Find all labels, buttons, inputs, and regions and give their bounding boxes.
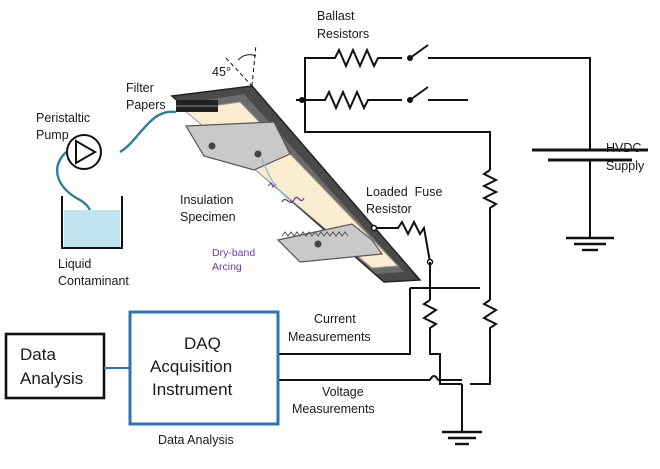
angle-label: 45°	[212, 65, 231, 79]
current-label-1: Current	[314, 312, 356, 326]
voltage-label-1: Voltage	[322, 385, 364, 399]
pump-label-1: Peristaltic	[36, 111, 90, 125]
data-analysis-box-label-1: Data	[20, 345, 56, 364]
specimen-label-1: Insulation	[180, 193, 234, 207]
current-label-2: Measurements	[288, 330, 371, 344]
filter-label-1: Filter	[126, 81, 154, 95]
angle-marker	[225, 43, 257, 87]
ballast-label-2: Resistors	[317, 27, 369, 41]
filter-label-2: Papers	[126, 98, 166, 112]
ballast-resistor-top	[304, 44, 591, 150]
specimen-label-2: Specimen	[180, 210, 236, 224]
liquid-container	[61, 196, 123, 249]
daq-caption: Data Analysis	[158, 433, 234, 447]
daq-label-1: DAQ	[184, 334, 221, 353]
fuse-label-1: Loaded Fuse	[366, 185, 442, 199]
data-analysis-box	[4, 332, 106, 400]
arcing-label-2: Arcing	[212, 261, 242, 273]
voltage-label-2: Measurements	[292, 402, 375, 416]
arcing-label-1: Dry-band	[212, 247, 255, 259]
series-resistor	[481, 169, 499, 300]
pump-label-2: Pump	[36, 128, 69, 142]
daq-label-2: Acquisition	[150, 357, 232, 376]
peristaltic-pump-icon	[66, 134, 102, 170]
ballast-label-1: Ballast	[317, 9, 355, 23]
hvdc-label-2: Supply	[606, 159, 645, 173]
liquid-label-2: Contaminant	[58, 274, 129, 288]
fuse-label-2: Resistor	[366, 202, 412, 216]
hvdc-supply-symbol	[532, 148, 648, 252]
measurement-network	[278, 287, 498, 446]
daq-label-3: Instrument	[152, 380, 233, 399]
fuse-resistor	[370, 219, 434, 300]
hvdc-label-1: HVDC	[606, 141, 641, 155]
ballast-resistor-bottom	[296, 86, 491, 170]
liquid-label-1: Liquid	[58, 257, 91, 271]
inclined-test-frame	[170, 85, 422, 283]
daq-instrument-box	[128, 310, 280, 426]
data-analysis-box-label-2: Analysis	[20, 369, 83, 388]
